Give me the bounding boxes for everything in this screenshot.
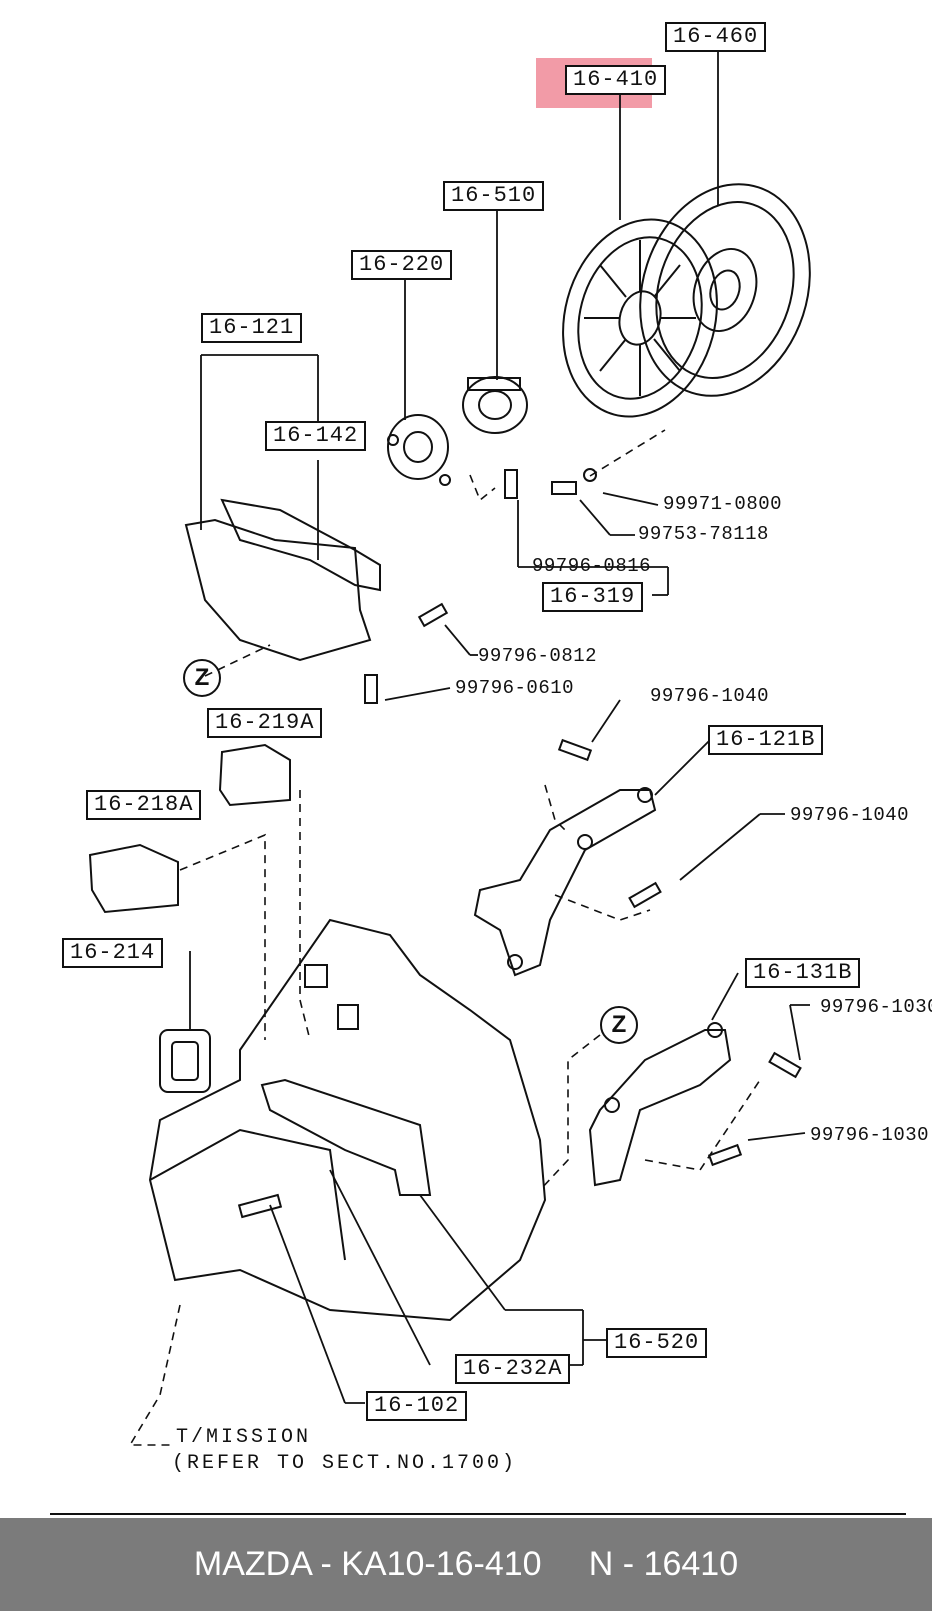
release-fork: [237, 1078, 432, 1219]
callout-16-460: 16-460: [665, 22, 767, 52]
bottom-rule: [50, 1513, 906, 1515]
part-number: 99753-78118: [638, 523, 769, 545]
callout-16-510: 16-510: [443, 181, 545, 211]
clutch-cover: [562, 218, 718, 418]
part-number: 99796-0812: [478, 645, 598, 667]
callout-16-214: 16-214: [62, 938, 164, 968]
callout-16-319: 16-319: [542, 582, 644, 612]
small-bolts: [364, 602, 449, 704]
callout-16-102: 16-102: [366, 1391, 468, 1421]
zone-mark-z: Z: [600, 1006, 638, 1044]
part-number: 99796-1030: [820, 996, 932, 1018]
transmission-housing: [148, 918, 547, 1322]
bracket-16-121B: [473, 738, 662, 977]
transmission-note-line2: (REFER TO SECT.NO.1700): [172, 1452, 518, 1475]
callout-16-232A: 16-232A: [455, 1354, 571, 1384]
boot-16-214: [159, 1029, 211, 1093]
dashed-guides: [128, 429, 761, 1446]
release-bearing: [462, 376, 528, 434]
zone-mark-z: Z: [183, 659, 221, 697]
callout-16-410: 16-410: [565, 65, 667, 95]
leader-lines: [189, 50, 810, 1404]
transmission-note-line1: T/MISSION: [176, 1426, 312, 1449]
footer-banner: MAZDA - KA10-16-410 N - 16410: [0, 1518, 932, 1611]
callout-16-131B: 16-131B: [745, 958, 861, 988]
part-number: 99796-1040: [650, 685, 770, 707]
cover-bolts: [504, 468, 597, 499]
callout-16-219A: 16-219A: [207, 708, 323, 738]
callout-16-520: 16-520: [606, 1328, 708, 1358]
boot-16-218A: [88, 843, 179, 914]
clutch-disc: [639, 183, 811, 397]
clutch-housing-cover: [184, 498, 381, 662]
part-number: 99796-1040: [790, 804, 910, 826]
callout-16-218A: 16-218A: [86, 790, 202, 820]
callout-16-121B: 16-121B: [708, 725, 824, 755]
boot-16-219A: [218, 743, 291, 807]
part-number: 99971-0800: [663, 493, 783, 515]
callout-16-142: 16-142: [265, 421, 367, 451]
part-number: 99796-0816: [532, 555, 652, 577]
bearing-guide: [387, 414, 451, 486]
part-number: 99796-1030: [810, 1124, 930, 1146]
bracket-16-131B: [588, 1022, 802, 1187]
callout-16-220: 16-220: [351, 250, 453, 280]
part-number: 99796-0610: [455, 677, 575, 699]
callout-16-121: 16-121: [201, 313, 303, 343]
